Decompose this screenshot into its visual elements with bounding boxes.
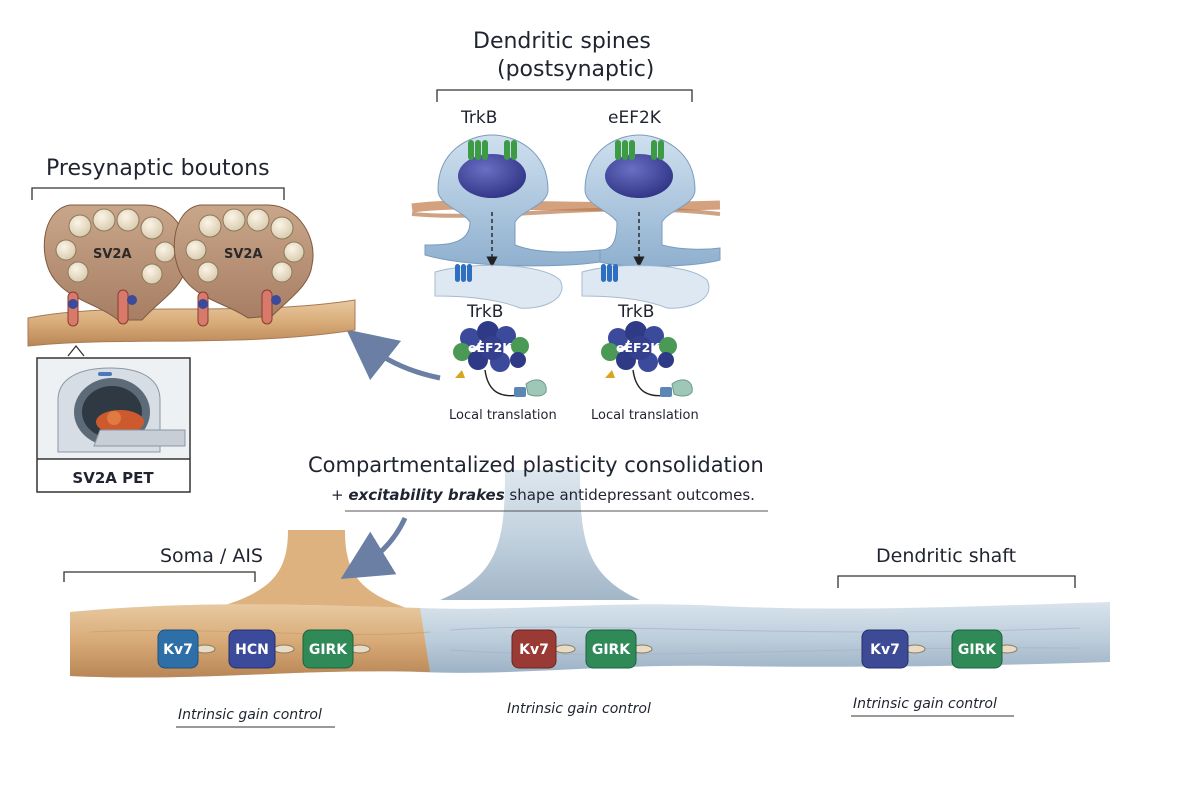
- svg-text:GIRK: GIRK: [592, 642, 631, 658]
- eef2k-cluster-left: eEF2K: [453, 321, 529, 372]
- presynaptic-boutons-title: Presynaptic boutons: [46, 156, 270, 181]
- vesicles-right: [185, 208, 305, 283]
- channel-kv7-middle: Kv7: [511, 629, 576, 669]
- postsynaptic-subtitle: (postsynaptic): [497, 57, 654, 82]
- spines-bracket: [436, 89, 693, 102]
- channel-girk-middle: GIRK: [585, 629, 653, 669]
- trkb-receptor-right: [615, 140, 664, 160]
- pet-scanner-icon: [57, 367, 186, 453]
- svg-text:Kv7: Kv7: [870, 642, 900, 658]
- central-caption-line2: + excitability brakes shape antidepressa…: [331, 486, 755, 504]
- translation-icon-right: [605, 369, 693, 397]
- boutons-bracket: [31, 187, 285, 200]
- svg-text:GIRK: GIRK: [309, 642, 348, 658]
- spine-left-label: TrkB: [460, 108, 497, 128]
- spine-right: [584, 134, 721, 268]
- central-caption-line1: Compartmentalized plasticity consolidati…: [308, 453, 764, 477]
- presynaptic-boutons-section: Presynaptic boutons SV2A: [27, 156, 356, 493]
- dendritic-spines-title: Dendritic spines: [473, 29, 651, 54]
- svg-text:Kv7: Kv7: [163, 642, 193, 658]
- spine-right-label: eEF2K: [608, 108, 662, 128]
- channel-girk-soma: GIRK: [302, 629, 371, 669]
- channel-girk-shaft: GIRK: [951, 629, 1018, 669]
- svg-text:Kv7: Kv7: [519, 642, 549, 658]
- soma-ais-section: Soma / AIS: [63, 545, 263, 582]
- svg-text:GIRK: GIRK: [958, 642, 997, 658]
- arrow-to-soma: [340, 516, 408, 580]
- sv2a-label-left: SV2A: [93, 247, 132, 262]
- trkb-receptor-left: [468, 140, 517, 160]
- receptor-small-left: [455, 264, 472, 282]
- gain-control-label-shaft: Intrinsic gain control: [853, 696, 997, 712]
- spine-right-mid-label: TrkB: [617, 302, 654, 322]
- svg-text:eEF2K: eEF2K: [616, 340, 661, 355]
- eef2k-cluster-right: eEF2K: [601, 321, 677, 372]
- middle-channels: Kv7 GIRK Intrinsic gain control: [507, 629, 653, 717]
- gain-control-label-soma: Intrinsic gain control: [178, 707, 322, 723]
- shaft-bracket: [837, 575, 1076, 588]
- soma-ais-title: Soma / AIS: [160, 545, 263, 567]
- channel-kv7-shaft: Kv7: [861, 629, 926, 669]
- dendritic-shaft-section: Dendritic shaft: [837, 545, 1076, 588]
- shaft-channels: Kv7 GIRK Intrinsic gain control: [851, 629, 1018, 717]
- dendritic-shaft-title: Dendritic shaft: [876, 545, 1016, 567]
- soma-bracket: [63, 571, 256, 582]
- receptor-small-right: [601, 264, 618, 282]
- bouton-left: SV2A: [43, 204, 189, 327]
- sv2a-label-right: SV2A: [224, 247, 263, 262]
- svg-text:eEF2K: eEF2K: [468, 340, 513, 355]
- soma-channels: Kv7 HCN GIRK Intrinsic gain control: [157, 629, 371, 728]
- channel-hcn-soma: HCN: [228, 629, 295, 669]
- spine-left-mid-label: TrkB: [466, 302, 503, 322]
- translation-icon-left: [455, 369, 547, 397]
- gain-control-label-middle: Intrinsic gain control: [507, 701, 651, 717]
- dendritic-spines-section: Dendritic spines (postsynaptic) TrkB eEF…: [411, 29, 721, 423]
- channel-kv7-soma: Kv7: [157, 629, 216, 669]
- local-translation-right: Local translation: [591, 408, 699, 423]
- arrow-to-boutons: [346, 329, 441, 381]
- spine-left: [424, 134, 601, 268]
- central-caption: Compartmentalized plasticity consolidati…: [308, 453, 768, 512]
- sv2a-pet-panel: SV2A PET: [36, 357, 191, 493]
- bouton-right: SV2A: [173, 204, 314, 327]
- local-translation-left: Local translation: [449, 408, 557, 423]
- sv2a-pet-label: SV2A PET: [72, 469, 154, 487]
- svg-text:HCN: HCN: [235, 642, 269, 658]
